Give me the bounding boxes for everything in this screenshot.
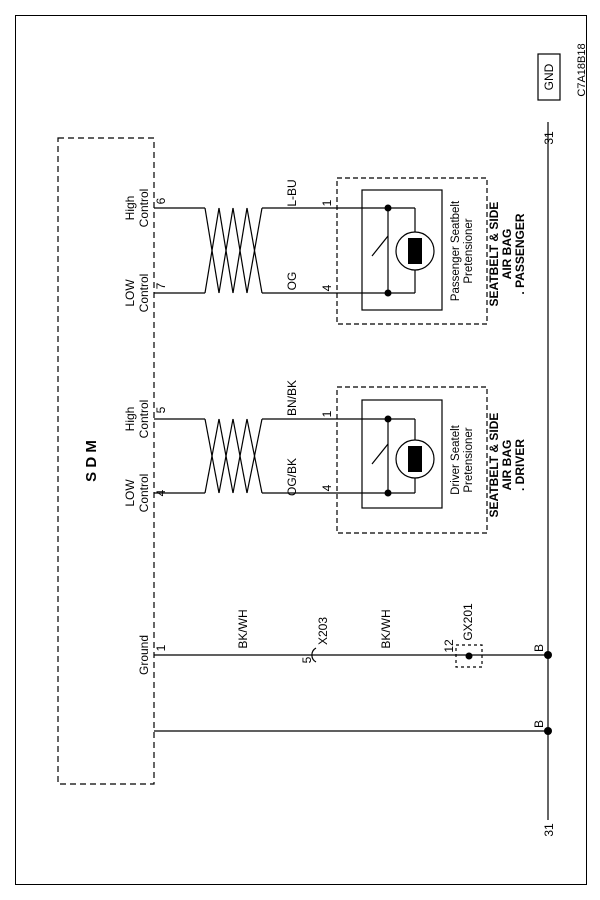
pass-high-label2: Control: [137, 189, 151, 228]
pass-low-label1: LOW: [123, 279, 137, 307]
x203-pin: 5: [300, 656, 314, 663]
driver-module-line3: . DRIVER: [513, 439, 527, 491]
pass-module-line1: SEATBELT & SIDE: [487, 202, 501, 307]
splice-b2-label: B: [532, 720, 546, 728]
passenger-module-box: [336, 177, 488, 325]
splice-b2-dot: [544, 727, 552, 735]
passenger-squib-icon: [395, 231, 435, 271]
driver-low-label2: Control: [137, 474, 151, 513]
passenger-squib-element: [408, 238, 422, 264]
driver-low-label1: LOW: [123, 479, 137, 507]
pass-low-label2: Control: [137, 274, 151, 313]
splice-b1-dot: [544, 651, 552, 659]
driver-high-label2: Control: [137, 400, 151, 439]
diagram-frame: [15, 15, 587, 885]
pass-module-line2: AIR BAG: [500, 229, 514, 280]
driver-pretensioner-box: [361, 399, 443, 509]
sdm-ground-pin: 1: [154, 644, 168, 651]
driver-high-label1: High: [123, 407, 137, 432]
passenger-switch-icon: [371, 235, 389, 257]
pass-high-label1: High: [123, 196, 137, 221]
gx201-label: GX201: [461, 603, 475, 641]
gx201-ground-dot: [465, 652, 473, 660]
pass-high-pin: 6: [154, 197, 168, 204]
pass-module-pin-high: 1: [320, 199, 334, 206]
driver-squib-icon: [395, 439, 435, 479]
gx201-box: [455, 644, 483, 668]
driver-module-line1: SEATBELT & SIDE: [487, 413, 501, 518]
pass-low-wire-color: OG: [285, 272, 299, 291]
driver-module-pin-high: 1: [320, 410, 334, 417]
driver-device-line1: Driver Seatelt: [450, 424, 462, 494]
gx201-pin: 12: [442, 639, 456, 653]
gnd-label: GND: [542, 63, 556, 90]
ground-wire2-color: BK/WH: [379, 609, 393, 648]
driver-low-pin: 4: [154, 489, 168, 496]
terminal-31-top: 31: [542, 131, 556, 145]
x203-label: X203: [316, 617, 330, 645]
pass-module-line3: . PASSENGER: [513, 213, 527, 294]
gnd-box: [537, 53, 561, 101]
passenger-twisted-pair: [204, 207, 263, 294]
driver-squib-element: [408, 446, 422, 472]
ground-wire1-color: BK/WH: [236, 609, 250, 648]
terminal-31-bottom: 31: [542, 823, 556, 837]
driver-module-box: [336, 386, 488, 534]
pass-device-line1: Passenger Seatbelt: [450, 200, 462, 301]
driver-module-pin-low: 4: [320, 484, 334, 491]
driver-device-line2: Pretensioner: [463, 427, 475, 492]
driver-module-line2: AIR BAG: [500, 440, 514, 491]
splice-b1-label: B: [532, 644, 546, 652]
pass-device-line2: Pretensioner: [463, 218, 475, 283]
driver-high-wire-color: BN/BK: [285, 380, 299, 416]
diagram-code: C7A18B18: [576, 43, 588, 96]
pass-high-wire-color: L-BU: [285, 179, 299, 206]
sdm-box: [57, 137, 155, 785]
driver-low-wire-color: OG/BK: [285, 458, 299, 496]
driver-twisted-pair: [204, 418, 263, 494]
driver-high-pin: 5: [154, 406, 168, 413]
x203-connector-icon: [311, 647, 317, 663]
pass-low-pin: 7: [154, 282, 168, 289]
passenger-pretensioner-box: [361, 189, 443, 311]
sdm-title: S D M: [83, 440, 100, 482]
pass-module-pin-low: 4: [320, 284, 334, 291]
sdm-ground-label: Ground: [137, 635, 151, 675]
driver-switch-icon: [371, 443, 389, 465]
